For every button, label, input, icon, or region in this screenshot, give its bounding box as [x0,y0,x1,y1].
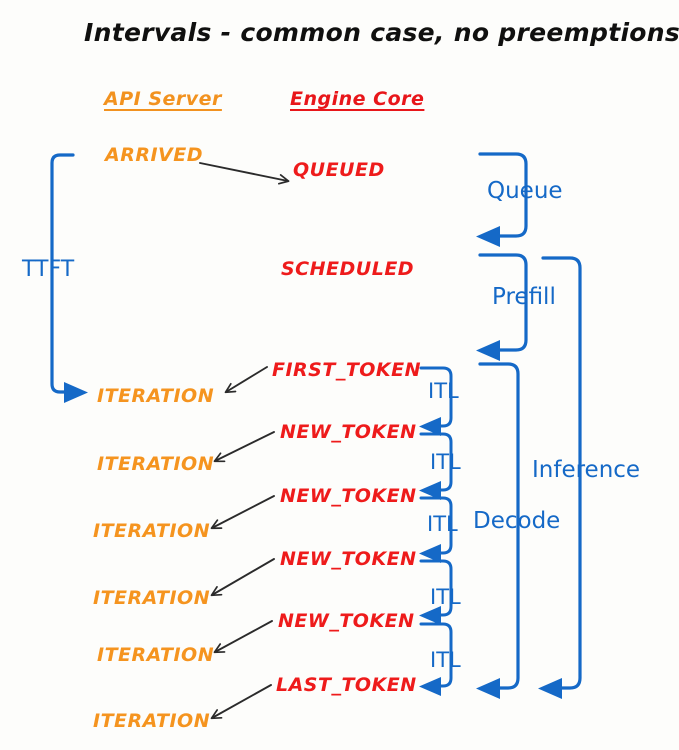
state-iteration-4: ITERATION [93,587,211,609]
state-iteration-2: ITERATION [97,453,215,475]
state-iteration-3: ITERATION [93,520,211,542]
label-itl-3: ITL [427,512,458,536]
bracket-prefill [476,253,528,361]
bracket-itl-2 [419,432,453,500]
state-new-token-1: NEW_TOKEN [280,421,417,443]
state-new-token-3: NEW_TOKEN [280,548,417,570]
bracket-inference [538,256,582,699]
arrow-new-token-to-iteration-4 [213,620,273,654]
state-iteration-5: ITERATION [97,644,215,666]
state-last-token: LAST_TOKEN [276,674,417,696]
state-new-token-2: NEW_TOKEN [280,485,417,507]
label-inference: Inference [532,457,641,483]
arrow-new-token-to-iteration-2 [210,495,275,530]
label-itl-5: ITL [430,648,461,672]
arrow-arrived-to-queued [199,162,290,185]
label-itl-4: ITL [430,585,461,609]
arrow-last-token-to-iteration [210,684,272,720]
label-ttft: TTFT [22,257,75,282]
label-decode: Decode [473,508,561,534]
label-itl-1: ITL [428,379,459,403]
state-queued: QUEUED [293,159,385,181]
state-iteration-6: ITERATION [93,710,211,732]
bracket-decode [476,362,520,699]
state-new-token-4: NEW_TOKEN [278,610,415,632]
arrow-new-token-to-iteration-1 [213,431,275,463]
arrow-first-token-to-iteration [224,366,268,394]
bracket-queue [476,152,528,247]
bracket-itl-1 [419,366,453,436]
state-iteration-1: ITERATION [97,385,215,407]
page-title: Intervals - common case, no preemptions [84,18,679,47]
column-header-api-server: API Server [104,88,222,110]
label-queue: Queue [487,178,563,204]
bracket-itl-3 [419,496,453,563]
bracket-itl-4 [419,559,453,625]
bracket-ttft [50,153,88,403]
state-first-token: FIRST_TOKEN [272,359,422,381]
column-header-engine-core: Engine Core [290,88,425,110]
arrow-new-token-to-iteration-3 [210,558,275,597]
bracket-itl-5 [419,622,453,696]
label-prefill: Prefill [492,284,556,310]
label-itl-2: ITL [430,450,461,474]
state-scheduled: SCHEDULED [281,258,415,280]
state-arrived: ARRIVED [105,144,203,166]
